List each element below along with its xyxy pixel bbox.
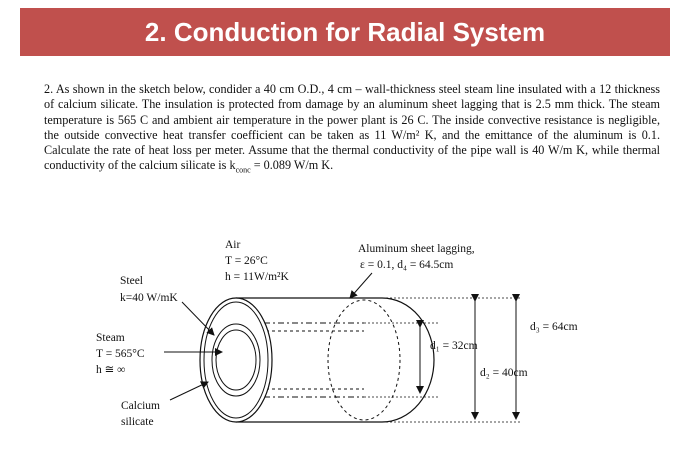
problem-text: 2. As shown in the sketch below, condide… xyxy=(44,82,660,173)
far-end-ellipse xyxy=(327,299,401,421)
calcium-arrow xyxy=(169,381,209,401)
steel-k-label: k=40 W/mK xyxy=(120,292,178,304)
air-label: Air xyxy=(225,239,241,251)
steam-label-block: Steam T = 565°C h ≅ ∞ xyxy=(96,332,223,376)
air-label-block: Air T = 26°C h = 11W/m²K xyxy=(225,239,290,283)
slide-title: 2. Conduction for Radial System xyxy=(144,16,546,47)
steam-label: Steam xyxy=(96,332,125,344)
calcium-label-2: silicate xyxy=(121,416,154,428)
steel-label: Steel xyxy=(120,275,143,287)
pipe-cylinder xyxy=(236,297,435,423)
steam-temp-label: T = 565°C xyxy=(96,348,145,360)
title-banner: 2. Conduction for Radial System xyxy=(20,8,670,56)
d1-dimension: d₁ = 32cm xyxy=(416,320,478,394)
lagging-arrow xyxy=(349,272,373,299)
calcium-label-block: Calcium silicate xyxy=(121,381,209,428)
steel-label-block: Steel k=40 W/mK xyxy=(120,275,215,336)
d3-dimension: d₃ = 64cm xyxy=(512,294,578,420)
lagging-label-block: Aluminum sheet lagging, ε = 0.1, d₄ = 64… xyxy=(349,243,475,299)
problem-text-end: = 0.089 W/m K. xyxy=(250,158,334,173)
steel-arrow xyxy=(181,301,215,336)
lagging-label: Aluminum sheet lagging, xyxy=(358,243,475,255)
air-temp-label: T = 26°C xyxy=(225,255,268,267)
lagging-props-label: ε = 0.1, d₄ = 64.5cm xyxy=(360,259,453,271)
steam-h-label: h ≅ ∞ xyxy=(96,364,125,376)
d3-label: d₃ = 64cm xyxy=(530,321,578,333)
d2-dimension: d₂ = 40cm xyxy=(471,294,528,420)
d1-label: d₁ = 32cm xyxy=(430,340,478,352)
calcium-label: Calcium xyxy=(121,400,160,412)
problem-statement: 2. As shown in the sketch below, condide… xyxy=(44,82,660,178)
air-h-label: h = 11W/m²K xyxy=(225,271,290,283)
conductivity-subscript: conc xyxy=(235,165,251,175)
d2-label: d₂ = 40cm xyxy=(480,367,528,379)
pipe-front-end xyxy=(199,297,273,423)
